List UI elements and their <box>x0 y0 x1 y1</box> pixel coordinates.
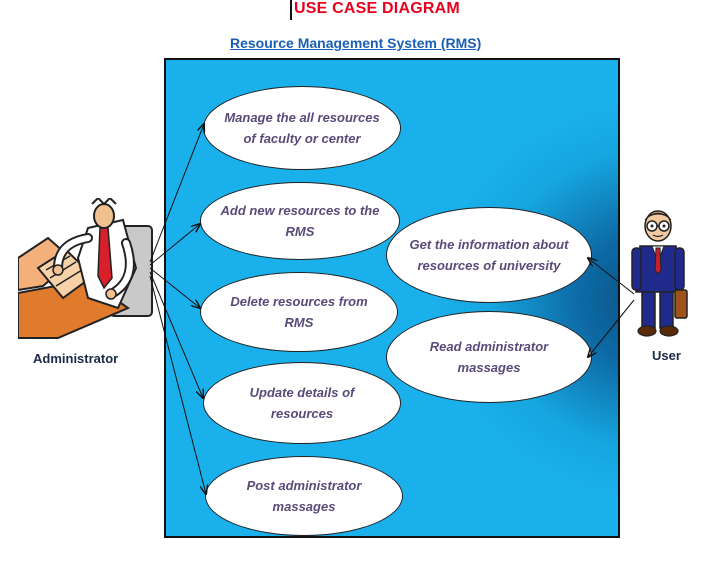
assoc-admin-manage <box>149 124 204 263</box>
usecase-add-resources: Add new resources to the RMS <box>200 182 400 260</box>
assoc-admin-update <box>149 271 203 398</box>
administrator-label: Administrator <box>33 351 119 366</box>
administrator-figure <box>17 196 158 343</box>
usecase-delete-resources: Delete resources from RMS <box>200 272 398 352</box>
assoc-admin-delete <box>149 267 200 308</box>
user-icon <box>631 210 688 337</box>
assoc-admin-post <box>149 275 206 494</box>
usecase-read-messages: Read administrator massages <box>386 311 592 403</box>
usecase-manage-resources: Manage the all resources of faculty or c… <box>203 86 401 170</box>
user-label: User <box>652 348 681 363</box>
diagram-title: USE CASE DIAGRAM <box>290 0 460 20</box>
usecase-update-details: Update details of resources <box>203 362 401 444</box>
assoc-user-read <box>588 299 635 357</box>
assoc-user-get-info <box>588 258 635 295</box>
administrator-icon <box>17 196 153 339</box>
usecase-post-messages: Post administrator massages <box>205 456 403 536</box>
assoc-admin-add <box>149 224 200 266</box>
user-figure <box>630 208 690 338</box>
usecase-get-information: Get the information about resources of u… <box>386 207 592 303</box>
system-name: Resource Management System (RMS) <box>230 35 482 51</box>
